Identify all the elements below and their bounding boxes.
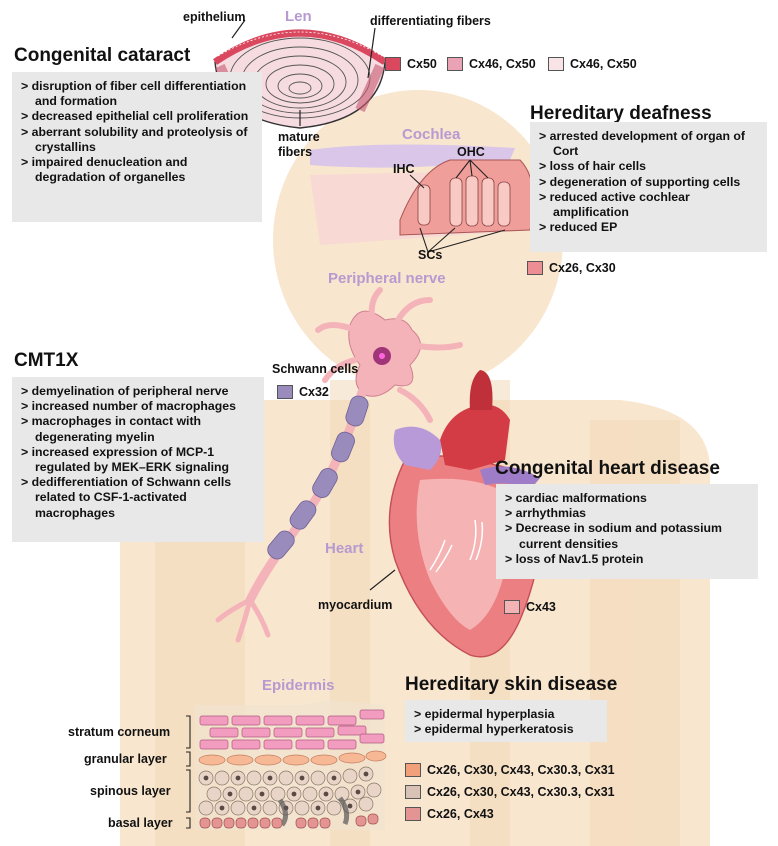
cataract-symptom: decreased epithelial cell proliferation (21, 109, 253, 124)
label-ihc: IHC (393, 162, 415, 176)
label-schwann-cells: Schwann cells (272, 362, 359, 376)
cmt1x-symptom: increased expression of MCP-1 regulated … (21, 445, 255, 475)
cataract-symptom: disruption of fiber cell differentiation… (21, 79, 253, 109)
legend-text: Cx43 (526, 600, 556, 614)
deafness-symptom: loss of hair cells (539, 159, 758, 174)
legend-swatch (405, 785, 421, 799)
label-stratum-corneum: stratum corneum (68, 725, 171, 739)
heart-symptom: cardiac malformations (505, 491, 749, 506)
organ-label-peripheral-nerve: Peripheral nerve (328, 270, 446, 287)
label-scs: SCs (418, 248, 443, 262)
legend-skin-spinous: Cx26, Cx30, Cx43, Cx30.3, Cx31 (405, 785, 615, 799)
cmt1x-symptom: macrophages in contact with degenerating… (21, 414, 255, 444)
heart-symptom: Decrease in sodium and potassium current… (505, 521, 749, 551)
legend-heart: Cx43 (504, 600, 556, 614)
deafness-symptom: degeneration of supporting cells (539, 175, 758, 190)
cochlea-illustration (310, 144, 534, 253)
skin-symptoms-box: epidermal hyperplasia epidermal hyperker… (405, 700, 607, 742)
skin-symptom: epidermal hyperkeratosis (414, 722, 598, 737)
cataract-symptoms-box: disruption of fiber cell differentiation… (12, 72, 262, 222)
cmt1x-symptom: demyelination of peripheral nerve (21, 384, 255, 399)
legend-text: Cx26, Cx30 (549, 261, 616, 275)
deafness-symptom: arrested development of organ of Cort (539, 129, 758, 159)
legend-swatch (405, 807, 421, 821)
legend-text: Cx46, Cx50 (469, 57, 536, 71)
legend-cochlea: Cx26, Cx30 (527, 261, 616, 275)
deafness-symptoms-box: arrested development of organ of Cort lo… (530, 122, 767, 252)
organ-label-cochlea: Cochlea (402, 126, 461, 143)
heart-symptom: loss of Nav1.5 protein (505, 552, 749, 567)
legend-swatch (527, 261, 543, 275)
skin-symptom: epidermal hyperplasia (414, 707, 598, 722)
label-differentiating-fibers: differentiating fibers (370, 14, 491, 28)
legend-swatch (447, 57, 463, 71)
legend-text: Cx26, Cx30, Cx43, Cx30.3, Cx31 (427, 785, 615, 799)
legend-lens-cx46-cx50-light: Cx46, Cx50 (548, 57, 637, 71)
legend-text: Cx50 (407, 57, 437, 71)
organ-label-lens: Len (285, 8, 312, 25)
cmt1x-symptom: increased number of macrophages (21, 399, 255, 414)
label-myocardium: myocardium (318, 598, 393, 612)
cataract-symptom: impaired denucleation and degradation of… (21, 155, 253, 185)
heart-symptom: arrhythmias (505, 506, 749, 521)
legend-lens-cx50: Cx50 (385, 57, 437, 71)
legend-text: Cx26, Cx43 (427, 807, 494, 821)
legend-nerve: Cx32 (277, 385, 329, 399)
disease-title-deafness: Hereditary deafness (530, 103, 712, 124)
legend-skin-granular: Cx26, Cx30, Cx43, Cx30.3, Cx31 (405, 763, 615, 777)
legend-text: Cx26, Cx30, Cx43, Cx30.3, Cx31 (427, 763, 615, 777)
deafness-symptom: reduced EP (539, 220, 758, 235)
heart-illustration (369, 370, 542, 658)
legend-swatch (504, 600, 520, 614)
neuron-illustration (215, 287, 463, 643)
cmt1x-symptoms-box: demyelination of peripheral nerve increa… (12, 377, 264, 542)
heart-symptoms-box: cardiac malformations arrhythmias Decrea… (496, 484, 758, 579)
label-epithelium: epithelium (183, 10, 246, 24)
organ-label-heart: Heart (325, 540, 364, 557)
skin-illustration (186, 700, 387, 830)
label-ohc: OHC (457, 145, 485, 159)
legend-lens-cx46-cx50-mid: Cx46, Cx50 (447, 57, 536, 71)
disease-title-heart: Congenital heart disease (495, 458, 720, 479)
label-spinous-layer: spinous layer (90, 784, 171, 798)
deafness-symptom: reduced active cochlear amplification (539, 190, 758, 220)
disease-title-cmt1x: CMT1X (14, 350, 79, 371)
legend-skin-basal: Cx26, Cx43 (405, 807, 494, 821)
cataract-symptom: aberrant solubility and proteolysis of c… (21, 125, 253, 155)
legend-swatch (277, 385, 293, 399)
legend-swatch (548, 57, 564, 71)
organ-label-epidermis: Epidermis (262, 677, 335, 694)
label-basal-layer: basal layer (108, 816, 173, 830)
legend-text: Cx46, Cx50 (570, 57, 637, 71)
label-granular-layer: granular layer (84, 752, 167, 766)
legend-text: Cx32 (299, 385, 329, 399)
legend-swatch (385, 57, 401, 71)
disease-title-cataract: Congenital cataract (14, 45, 191, 66)
legend-swatch (405, 763, 421, 777)
disease-title-skin: Hereditary skin disease (405, 674, 618, 695)
label-mature-fibers: mature fibers (278, 130, 320, 159)
cmt1x-symptom: dedifferentiation of Schwann cells relat… (21, 475, 255, 521)
